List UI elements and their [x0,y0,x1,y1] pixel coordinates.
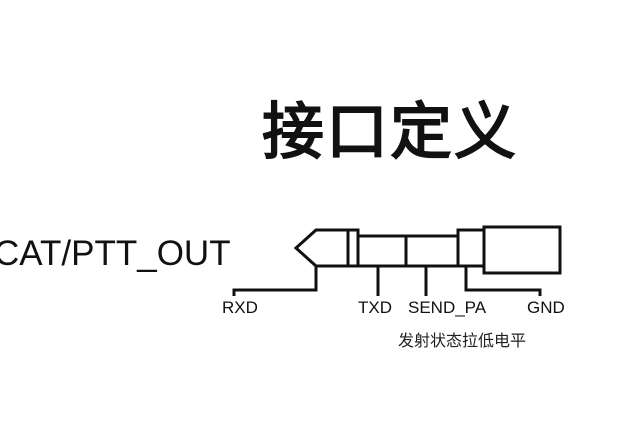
jack-ring-3 [456,228,486,268]
pin-label-send-pa: SEND_PA [408,298,487,317]
jack-segment-send-pa [404,234,460,268]
jack-tip [293,228,348,268]
pin-label-gnd: GND [527,298,565,317]
rxd-leader-line [232,266,318,296]
connector-label: CAT/PTT_OUT [0,234,231,273]
jack-sleeve [482,225,562,275]
pin-label-rxd: RXD [222,298,258,317]
transmit-state-note: 发射状态拉低电平 [398,331,527,350]
jack-segment-txd [356,234,408,268]
pin-label-txd: TXD [358,298,392,317]
diagram-title: 接口定义 [262,95,519,168]
gnd-leader-line [464,266,542,296]
